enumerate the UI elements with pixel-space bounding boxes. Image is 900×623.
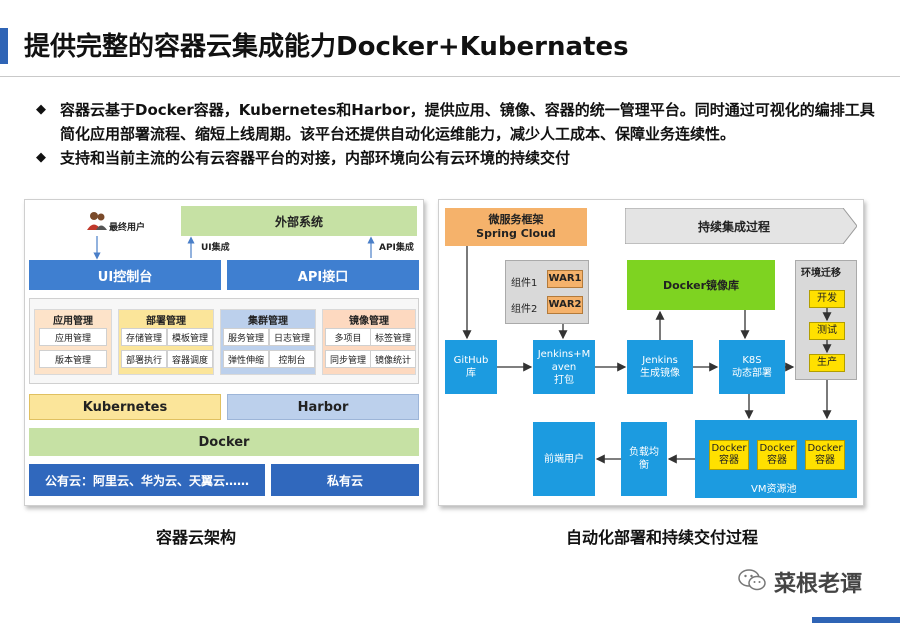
vm-pool-box: Docker 容器 Docker 容器 Docker 容器 VM资源池 (695, 420, 857, 498)
private-cloud-box: 私有云 (271, 464, 419, 496)
k8s-deploy-box: K8S 动态部署 (719, 340, 785, 394)
module-title: 应用管理 (53, 316, 93, 327)
ui-integration-label: UI集成 (201, 243, 230, 253)
deploy-management-module: 部署管理 存储管理 模板管理 部署执行 容器调度 (118, 309, 214, 375)
module-title: 集群管理 (248, 316, 288, 327)
app-management-module: 应用管理 应用管理 版本管理 (34, 309, 112, 375)
github-box: GitHub 库 (445, 340, 497, 394)
ci-process-banner: 持续集成过程 (625, 208, 857, 244)
api-integration-label: API集成 (379, 243, 414, 253)
module-item: 容器调度 (167, 350, 213, 368)
ci-process-label: 持续集成过程 (697, 219, 770, 234)
watermark-text: 菜根老谭 (774, 572, 863, 597)
title-accent-bar (0, 28, 8, 64)
module-item: 标签管理 (370, 328, 416, 346)
slide-title: 提供完整的容器云集成能力Docker+Kubernates (24, 32, 629, 62)
module-title: 部署管理 (146, 316, 186, 327)
env-migration-label: 环境迁移 (801, 268, 841, 279)
vm-pool-label: VM资源池 (751, 484, 797, 495)
bullet-diamond-icon: ◆ (36, 102, 46, 117)
load-balancer-box: 负载均 衡 (621, 422, 667, 496)
bullet-text: 支持和当前主流的公有云容器平台的对接，内部环境向公有云环境的持续交付 (60, 149, 571, 167)
title-divider (0, 76, 900, 77)
docker-registry-box: Docker镜像库 (627, 260, 775, 310)
api-gateway-box: API接口 (227, 260, 419, 290)
ui-console-box: UI控制台 (29, 260, 221, 290)
end-user-icon (87, 210, 107, 232)
jenkins-maven-box: Jenkins+M aven 打包 (533, 340, 595, 394)
component-2-label: 组件2 (511, 304, 538, 315)
frontend-user-box: 前端用户 (533, 422, 595, 496)
module-item: 模板管理 (167, 328, 213, 346)
module-title: 镜像管理 (349, 316, 389, 327)
microservice-framework-box: 微服务框架 Spring Cloud (445, 208, 587, 246)
module-item: 部署执行 (121, 350, 167, 368)
module-item: 日志管理 (269, 328, 315, 346)
module-item: 同步管理 (325, 350, 371, 368)
docker-container-box: Docker 容器 (757, 440, 797, 470)
war2-box: WAR2 (547, 296, 583, 314)
env-test-box: 测试 (809, 322, 845, 340)
war1-box: WAR1 (547, 270, 583, 288)
bullet-diamond-icon: ◆ (36, 150, 46, 165)
footer-accent-bar (812, 617, 900, 623)
harbor-box: Harbor (227, 394, 419, 420)
component-1-label: 组件1 (511, 278, 538, 289)
bullet-2: ◆ 支持和当前主流的公有云容器平台的对接，内部环境向公有云环境的持续交付 (36, 146, 886, 170)
jenkins-image-box: Jenkins 生成镜像 (627, 340, 693, 394)
module-item: 应用管理 (39, 328, 107, 346)
external-systems-box: 外部系统 (181, 206, 417, 236)
wechat-icon (738, 568, 766, 592)
docker-box: Docker (29, 428, 419, 456)
pipeline-diagram: 微服务框架 Spring Cloud 持续集成过程 组件1 组件2 WAR1 W… (438, 199, 864, 506)
docker-container-box: Docker 容器 (805, 440, 845, 470)
module-item: 控制台 (269, 350, 315, 368)
module-item: 服务管理 (223, 328, 269, 346)
env-prod-box: 生产 (809, 354, 845, 372)
module-item: 镜像统计 (370, 350, 416, 368)
public-cloud-box: 公有云：阿里云、华为云、天翼云…… (29, 464, 265, 496)
env-dev-box: 开发 (809, 290, 845, 308)
image-management-module: 镜像管理 多项目 标签管理 同步管理 镜像统计 (322, 309, 416, 375)
module-item: 存储管理 (121, 328, 167, 346)
module-item: 版本管理 (39, 350, 107, 368)
kubernetes-box: Kubernetes (29, 394, 221, 420)
module-item: 多项目 (325, 328, 371, 346)
management-modules-container: 应用管理 应用管理 版本管理 部署管理 存储管理 模板管理 部署执行 容器调度 … (29, 298, 419, 384)
pipeline-caption: 自动化部署和持续交付过程 (566, 528, 759, 547)
module-item: 弹性伸缩 (223, 350, 269, 368)
end-user-label: 最终用户 (109, 223, 146, 233)
pipeline-arrows (462, 246, 832, 464)
bullet-1: ◆ 容器云基于Docker容器，Kubernetes和Harbor，提供应用、镜… (36, 98, 886, 146)
architecture-diagram: 最终用户 外部系统 UI集成 API集成 UI控制台 API接口 应用管理 应用… (24, 199, 424, 506)
cluster-management-module: 集群管理 服务管理 日志管理 弹性伸缩 控制台 (220, 309, 316, 375)
architecture-caption: 容器云架构 (156, 528, 237, 547)
docker-container-box: Docker 容器 (709, 440, 749, 470)
architecture-arrows (93, 236, 375, 260)
bullet-text: 容器云基于Docker容器，Kubernetes和Harbor，提供应用、镜像、… (60, 101, 875, 143)
